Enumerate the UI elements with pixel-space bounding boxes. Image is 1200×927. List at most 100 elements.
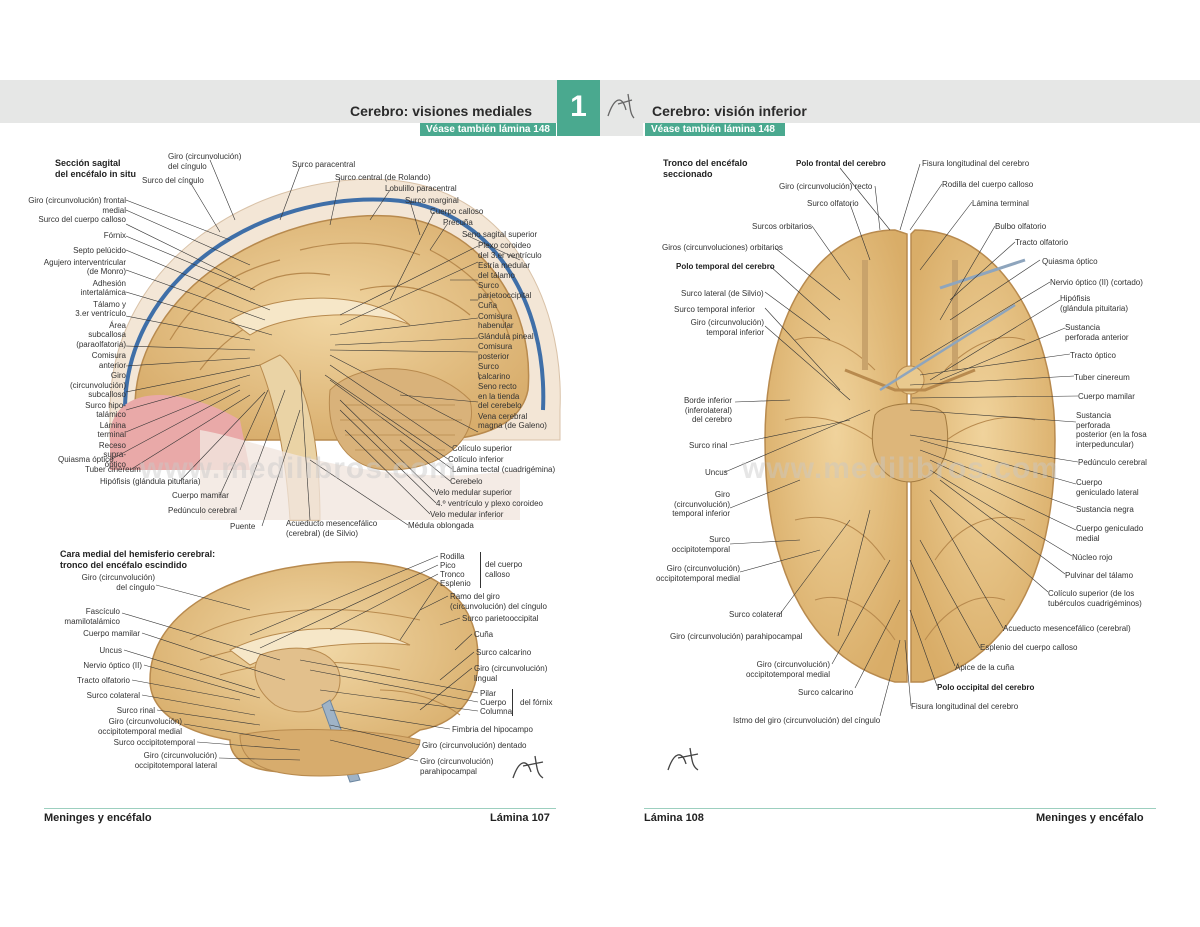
label: Columna: [480, 707, 513, 716]
footer-left-plate: Lámina 107: [490, 812, 550, 824]
label: Tálamo y 3.er ventrículo: [75, 299, 126, 319]
brace: [512, 689, 518, 716]
label: Sustancia perforada posterior (en la fos…: [1076, 411, 1147, 449]
fig1-right-labels: Plexo coroideo del 3.er ventrículo Estrí…: [478, 241, 568, 431]
label: Comisura anterior: [91, 351, 126, 370]
inferior-brain-illustration: [764, 229, 1056, 683]
label: Surco marginal: [405, 196, 459, 205]
label: Surco paracentral: [292, 160, 356, 169]
label: Lámina terminal: [972, 199, 1029, 208]
label: Glándula pineal: [478, 331, 534, 341]
label: Cerebelo: [450, 477, 483, 486]
watermark-right: www.medilibros.com: [742, 452, 1059, 485]
label: Receso supra- óptico: [98, 440, 126, 469]
label: Surco del cuerpo calloso: [38, 215, 126, 224]
label: Surco del cíngulo: [142, 176, 204, 185]
watermark-left: www.medilibros.com: [140, 452, 457, 485]
label: Cuerpo calloso: [430, 207, 484, 216]
label: Istmo del giro (circunvolución) del cíng…: [733, 716, 881, 725]
label: Giro (circunvolución) parahipocampal: [420, 757, 494, 776]
section-title-brainstem: Tronco del encéfalo seccionado: [663, 158, 748, 179]
left-see-also: Véase también lámina 148: [420, 123, 556, 136]
label: Giros (circunvoluciones) orbitarios: [662, 243, 783, 252]
label: Giro (circunvolución) dentado: [422, 741, 527, 750]
label: Rodilla del cuerpo calloso: [942, 180, 1034, 189]
label: Polo frontal del cerebro: [796, 159, 886, 168]
label: Pedúnculo cerebral: [1078, 458, 1147, 467]
label: Colículo inferior: [448, 455, 504, 464]
label: Tracto óptico: [1070, 351, 1116, 360]
label: Tracto olfatorio: [1015, 238, 1069, 247]
label: Giro (circunvolución) recto: [779, 182, 873, 191]
label: Surco calcarino: [476, 648, 532, 657]
label: Cuerpo geniculado medial: [1076, 524, 1144, 543]
label: del fórnix: [520, 698, 553, 707]
label: Esplenio: [440, 579, 471, 588]
right-see-also: Véase también lámina 148: [645, 123, 785, 136]
label: Cuerpo: [480, 698, 507, 707]
label: Puente: [230, 522, 256, 531]
label: Nervio óptico (II) (cortado): [1050, 278, 1143, 287]
label: Adhesión intertalámica: [80, 278, 126, 298]
brace: [475, 552, 481, 588]
label: Surco parietooccipital: [462, 614, 539, 623]
label: Septo pelúcido: [73, 246, 126, 255]
label: Ramo del giro (circunvolución) del cíngu…: [450, 592, 547, 611]
label: Colículo superior (de los tubérculos cua…: [1048, 589, 1142, 608]
section-title-sagittal: Sección sagital del encéfalo in situ: [55, 158, 137, 179]
label: Giro (circunvolución) lingual: [474, 664, 548, 683]
label: Velo medular inferior: [430, 510, 504, 519]
label: Sustancia perforada anterior: [1065, 323, 1129, 342]
label: Acueducto mesencefálico (cerebral) (de S…: [286, 519, 378, 538]
netter-signature-icon: [607, 93, 635, 119]
label: Surco calcarino: [798, 688, 854, 697]
label: Comisura posterior: [478, 342, 513, 361]
right-leader-lines: [724, 163, 1079, 717]
label: Cuerpo mamilar: [172, 491, 229, 500]
label: Giro (circunvolución) subcalloso: [69, 371, 126, 399]
label: del cuerpo calloso: [485, 560, 523, 579]
label: Tuber cinereum: [1074, 373, 1130, 382]
label: Giro (circunvolución) parahipocampal: [670, 632, 803, 641]
footer-right-section: Meninges y encéfalo: [1036, 812, 1144, 824]
label: Surco temporal inferior: [674, 305, 755, 314]
label: Cuña: [474, 630, 494, 639]
label: Giro (circunvolución) occipitotemporal m…: [97, 717, 182, 736]
label: Fórnix: [103, 230, 126, 240]
section-title-medial: Cara medial del hemisferio cerebral: tro…: [60, 549, 216, 570]
label: Surco occipitotemporal: [671, 535, 730, 554]
label: Giro (circunvolución) del cíngulo: [168, 152, 242, 171]
label: Giro (circunvolución) occipitotemporal l…: [134, 751, 217, 770]
label: Surco parietooccipital: [478, 281, 532, 300]
label: Giro (circunvolución) occipitotemporal m…: [655, 564, 740, 583]
label: Giro (circunvolución) temporal inferior: [690, 318, 764, 337]
label: Quiasma óptico: [58, 455, 114, 464]
label: Colículo superior: [452, 444, 513, 453]
label: Surco central (de Rolando): [335, 173, 431, 182]
label: Hipófisis (glándula pituitaria): [1060, 294, 1129, 313]
label: Hipófisis (glándula pituitaria): [100, 477, 201, 486]
label: Ápice de la cuña: [955, 663, 1015, 672]
fig1-leader-lines: [109, 159, 521, 527]
label: Tracto olfatorio: [76, 676, 130, 685]
label: Área subcallosa (paraolfatoria): [76, 320, 126, 349]
label: Estría medular del tálamo: [478, 261, 531, 280]
label: 4.º ventrículo y plexo coroideo: [436, 499, 543, 508]
label: Surco hipo- talámico: [85, 400, 126, 420]
label: Borde inferior (inferolateral) del cereb…: [683, 396, 732, 424]
label: Seno sagital superior: [462, 230, 538, 239]
label: Esplenio del cuerpo calloso: [980, 643, 1078, 652]
label: Giro (circunvolución) frontal medial: [28, 196, 126, 215]
label: Surco rinal: [689, 441, 728, 450]
label: Polo temporal del cerebro: [676, 262, 775, 271]
label: Agujero interventricular (de Monro): [43, 257, 126, 277]
label: Pulvinar del tálamo: [1065, 571, 1134, 580]
label: Surco occipitotemporal: [113, 738, 195, 747]
label: Cuerpo mamilar: [83, 629, 140, 638]
label: Pedúnculo cerebral: [168, 506, 237, 515]
label: Fascículo mamilotalámico: [64, 607, 120, 626]
label: Surco calcarino: [478, 362, 511, 381]
label: Médula oblongada: [408, 521, 474, 530]
label: Surco olfatorio: [807, 199, 859, 208]
label: Fisura longitudinal del cerebro: [911, 702, 1019, 711]
